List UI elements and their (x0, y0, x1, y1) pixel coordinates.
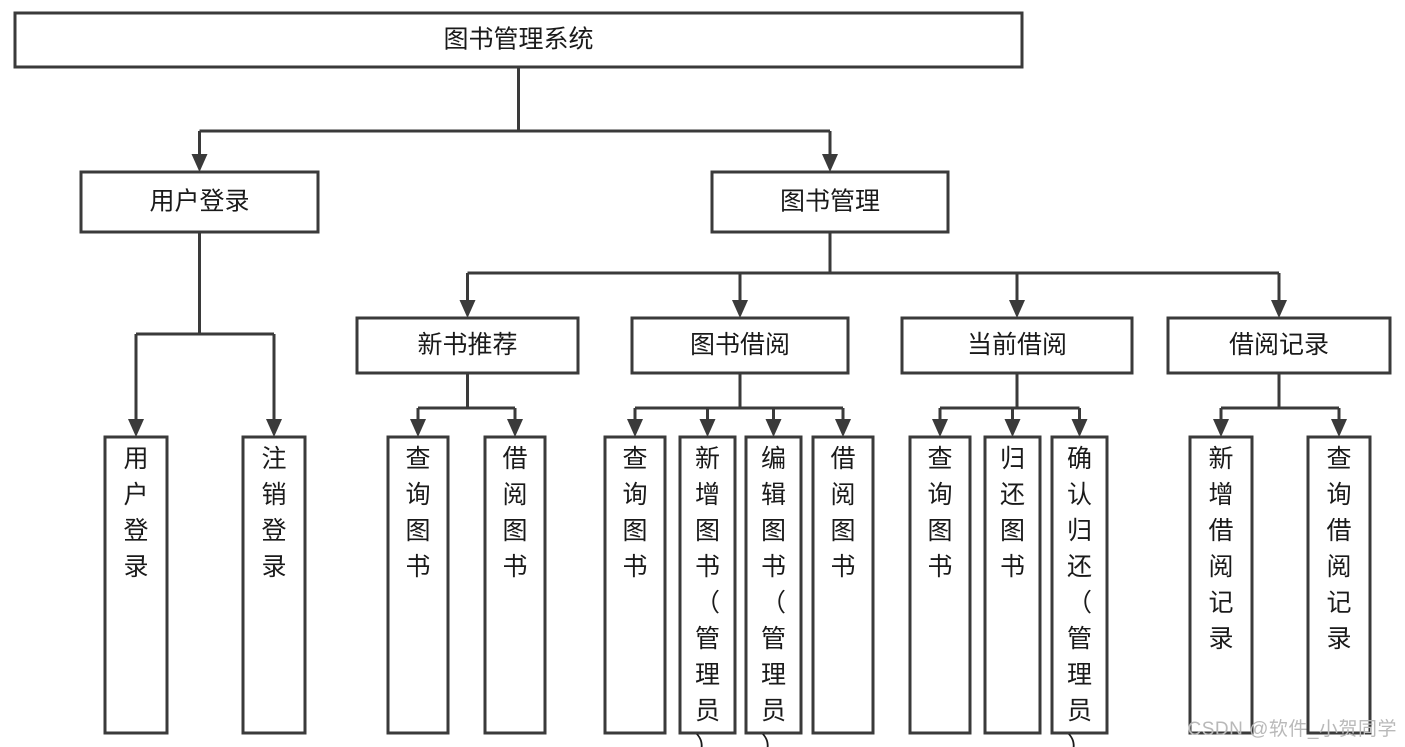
leaf-node-3[interactable]: 借阅图书 (483, 435, 547, 735)
level2-node-0-rect[interactable] (79, 170, 320, 234)
leaf-node-5[interactable]: 新增图书（管理员） (678, 435, 737, 747)
root-node-label: 图书管理系统 (443, 26, 593, 54)
leaf-node-2-label: 查询图书 (405, 445, 430, 581)
level3-node-1-rect[interactable] (630, 316, 850, 375)
leaf-node-2-rect[interactable] (386, 435, 450, 735)
leaf-node-4[interactable]: 查询图书 (603, 435, 667, 735)
leaf-node-7-label: 借阅图书 (830, 445, 855, 581)
arrow-head-icon (932, 419, 948, 437)
leaf-node-9-rect[interactable] (983, 435, 1042, 735)
arrow-head-icon (1213, 419, 1229, 437)
arrow-head-icon (627, 419, 643, 437)
leaf-node-5-rect[interactable] (678, 435, 737, 735)
leaf-node-10-rect[interactable] (1050, 435, 1109, 735)
node-layer: 图书管理系统用户登录图书管理新书推荐图书借阅当前借阅借阅记录用户登录注销登录查询… (13, 11, 1392, 747)
arrow-head-icon (1271, 300, 1287, 318)
level3-node-2-label: 当前借阅 (967, 331, 1067, 359)
leaf-node-8-label: 查询图书 (927, 445, 952, 581)
arrow-head-icon (822, 154, 838, 172)
arrow-head-icon (459, 300, 476, 318)
level2-node-1[interactable]: 图书管理 (710, 170, 950, 234)
leaf-node-0-label: 用户登录 (123, 445, 148, 581)
arrow-head-icon (507, 419, 523, 437)
root-node-rect[interactable] (13, 11, 1024, 69)
root-node[interactable]: 图书管理系统 (13, 11, 1024, 69)
leaf-node-2[interactable]: 查询图书 (386, 435, 450, 735)
leaf-node-0-rect[interactable] (103, 435, 169, 735)
level3-node-1[interactable]: 图书借阅 (630, 316, 850, 375)
arrow-head-icon (699, 419, 716, 437)
arrow-head-icon (1009, 300, 1025, 318)
leaf-node-6[interactable]: 编辑图书（管理员） (744, 435, 803, 747)
leaf-node-6-rect[interactable] (744, 435, 803, 735)
level3-node-3[interactable]: 借阅记录 (1166, 316, 1392, 375)
leaf-node-11-rect[interactable] (1188, 435, 1254, 735)
leaf-node-8[interactable]: 查询图书 (908, 435, 972, 735)
leaf-node-12-label: 查询借阅记录 (1326, 445, 1351, 653)
leaf-node-7-rect[interactable] (811, 435, 875, 735)
leaf-node-9[interactable]: 归还图书 (983, 435, 1042, 735)
level3-node-1-label: 图书借阅 (690, 331, 790, 359)
arrow-head-icon (835, 419, 851, 437)
level3-node-3-rect[interactable] (1166, 316, 1392, 375)
level2-node-0[interactable]: 用户登录 (79, 170, 320, 234)
level2-node-1-rect[interactable] (710, 170, 950, 234)
leaf-node-7[interactable]: 借阅图书 (811, 435, 875, 735)
level3-node-0-label: 新书推荐 (417, 331, 517, 359)
leaf-node-5-label: 新增图书（管理员） (695, 445, 720, 747)
level3-node-3-label: 借阅记录 (1229, 331, 1329, 359)
level2-node-1-label: 图书管理 (780, 188, 880, 216)
level3-node-2-rect[interactable] (900, 316, 1134, 375)
leaf-node-10[interactable]: 确认归还（管理员） (1050, 435, 1109, 747)
leaf-node-1-label: 注销登录 (261, 445, 286, 581)
leaf-node-1-rect[interactable] (241, 435, 307, 735)
level3-node-0-rect[interactable] (355, 316, 580, 375)
leaf-node-3-label: 借阅图书 (502, 445, 527, 581)
level2-node-0-label: 用户登录 (149, 188, 249, 216)
leaf-node-4-rect[interactable] (603, 435, 667, 735)
leaf-node-4-label: 查询图书 (622, 445, 647, 581)
leaf-node-11-label: 新增借阅记录 (1208, 445, 1233, 653)
arrow-head-icon (1004, 419, 1021, 437)
arrow-head-icon (1331, 419, 1347, 437)
level3-node-2[interactable]: 当前借阅 (900, 316, 1134, 375)
leaf-node-0[interactable]: 用户登录 (103, 435, 169, 735)
arrow-head-icon (266, 419, 282, 437)
arrow-head-icon (410, 419, 426, 437)
arrow-head-icon (1071, 419, 1088, 437)
arrow-head-icon (128, 419, 144, 437)
leaf-node-6-label: 编辑图书（管理员） (761, 445, 786, 747)
arrow-head-icon (191, 154, 208, 172)
leaf-node-12-rect[interactable] (1306, 435, 1372, 735)
leaf-node-12[interactable]: 查询借阅记录 (1306, 435, 1372, 735)
leaf-node-10-label: 确认归还（管理员） (1067, 445, 1092, 747)
leaf-node-11[interactable]: 新增借阅记录 (1188, 435, 1254, 735)
level3-node-0[interactable]: 新书推荐 (355, 316, 580, 375)
arrow-head-icon (765, 419, 782, 437)
connector-layer (128, 67, 1347, 437)
leaf-node-9-label: 归还图书 (1000, 445, 1025, 581)
arrow-head-icon (732, 300, 748, 318)
leaf-node-8-rect[interactable] (908, 435, 972, 735)
leaf-node-1[interactable]: 注销登录 (241, 435, 307, 735)
leaf-node-3-rect[interactable] (483, 435, 547, 735)
